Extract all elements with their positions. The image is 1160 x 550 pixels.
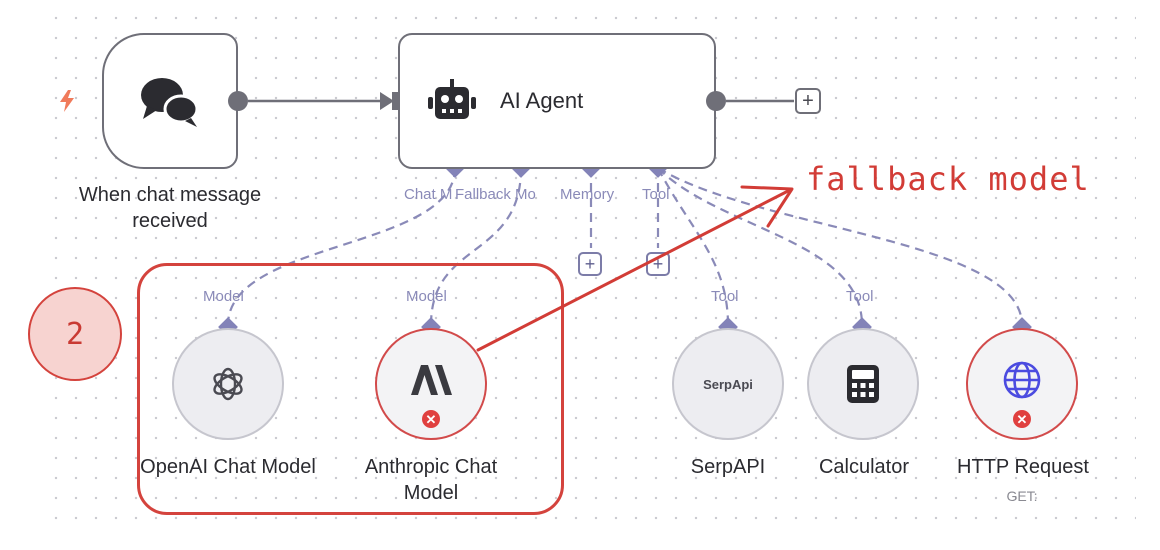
http-request-node[interactable]: ✕ <box>966 328 1078 440</box>
serpapi-icon: SerpApi <box>703 376 753 392</box>
calculator-node[interactable] <box>807 328 919 440</box>
calculator-icon <box>847 365 879 403</box>
globe-icon <box>1003 361 1041 399</box>
calculator-label: Calculator <box>818 456 910 478</box>
serpapi-node[interactable]: SerpApi <box>672 328 784 440</box>
anthropic-handle-label: Model <box>406 288 447 305</box>
anthropic-chat-model-node[interactable]: ✕ <box>375 328 487 440</box>
http-request-method: GET: <box>1006 488 1038 504</box>
lightning-icon <box>60 90 74 112</box>
annotation-fallback-text: fallback model <box>806 160 1090 198</box>
connection-arrow-icon <box>380 92 394 110</box>
openai-handle-label: Model <box>203 288 244 305</box>
chat-model-handle-label: Chat M <box>404 186 453 203</box>
chat-trigger-node[interactable] <box>102 33 238 169</box>
error-icon: ✕ <box>422 410 440 428</box>
anthropic-icon <box>411 365 452 395</box>
trigger-label: When chat message received <box>78 184 262 232</box>
agent-input-handle[interactable] <box>392 92 400 110</box>
calculator-handle-label: Tool <box>846 288 874 305</box>
add-next-node-button[interactable]: + <box>795 88 821 114</box>
anthropic-chat-model-label: Anthropic Chat Model <box>364 456 498 504</box>
annotation-step-number: 2 <box>28 287 122 381</box>
http-request-label: HTTP Request <box>957 456 1089 478</box>
memory-handle-label: Memory <box>560 186 615 203</box>
openai-chat-model-node[interactable] <box>172 328 284 440</box>
add-tool-button[interactable]: + <box>646 252 670 276</box>
trigger-output-handle[interactable] <box>228 91 248 111</box>
annotation-highlight-box <box>137 263 564 515</box>
serpapi-handle-label: Tool <box>711 288 739 305</box>
openai-chat-model-label: OpenAI Chat Model <box>140 456 316 478</box>
plus-icon: + <box>652 254 664 274</box>
openai-icon <box>213 367 243 401</box>
agent-output-handle[interactable] <box>706 91 726 111</box>
agent-title: AI Agent <box>500 88 584 113</box>
plus-icon: + <box>584 254 596 274</box>
http-request-connection <box>657 167 1024 326</box>
plus-icon: + <box>802 90 814 112</box>
error-icon: ✕ <box>1013 410 1031 428</box>
ai-agent-node[interactable]: AI Agent <box>398 33 716 169</box>
tool-handle-label: Tool <box>642 186 670 203</box>
chat-bubbles-icon <box>141 78 199 127</box>
chat-model-connection <box>226 167 457 326</box>
robot-icon <box>428 79 476 119</box>
fallback-model-handle-label: Fallback Mo <box>455 186 536 203</box>
serpapi-label: SerpAPI <box>690 456 766 478</box>
add-memory-button[interactable]: + <box>578 252 602 276</box>
